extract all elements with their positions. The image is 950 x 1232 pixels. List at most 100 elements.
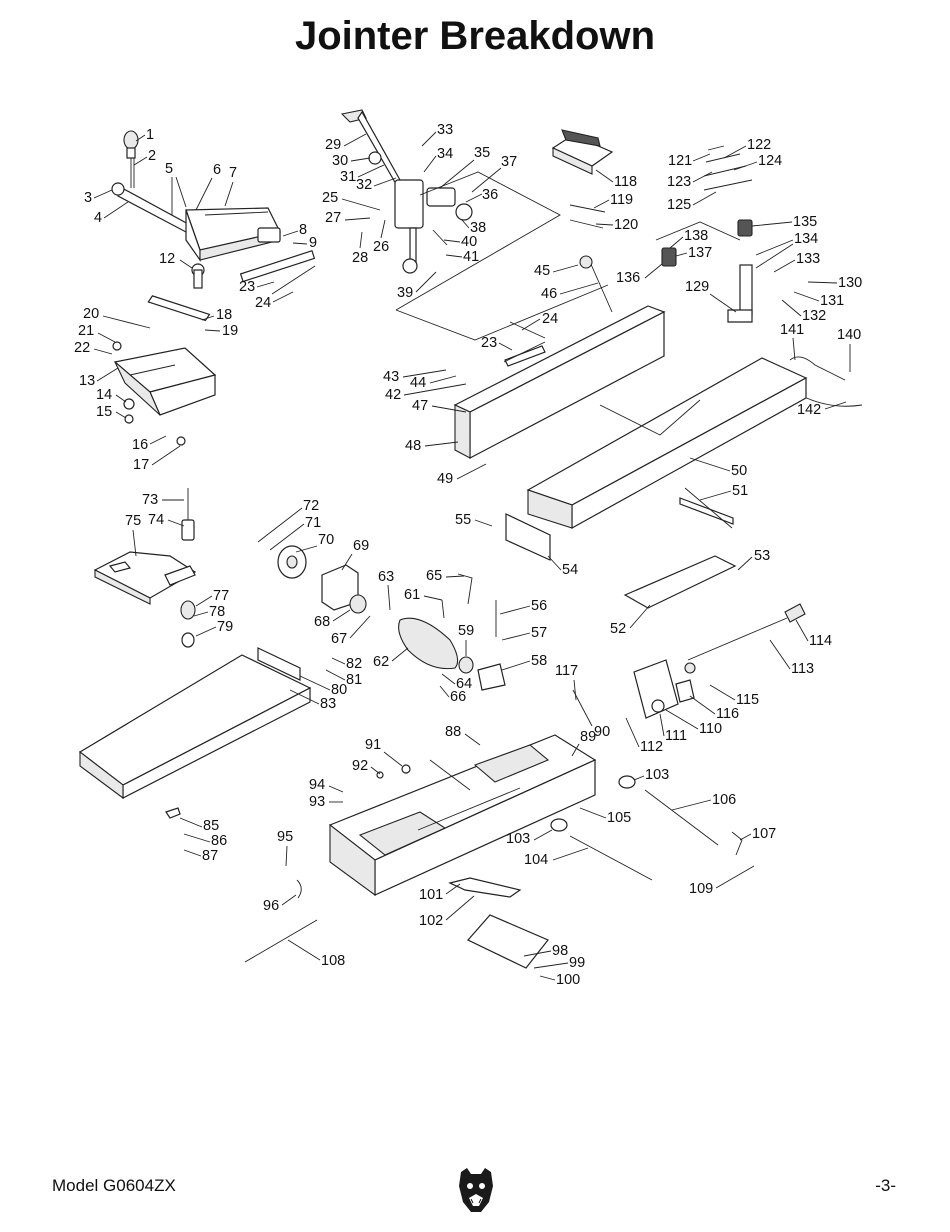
callout-13: 13 xyxy=(79,373,95,389)
switch-post-drawing xyxy=(655,219,863,407)
callout-121: 121 xyxy=(668,153,692,169)
callout-65: 65 xyxy=(426,568,442,584)
callout-79: 79 xyxy=(217,619,233,635)
callout-35: 35 xyxy=(474,145,490,161)
callout-1: 1 xyxy=(146,127,154,143)
callout-52: 52 xyxy=(610,621,626,637)
callout-89: 89 xyxy=(580,729,596,745)
callout-96: 96 xyxy=(263,898,279,914)
callout-22: 22 xyxy=(74,340,90,356)
callout-5: 5 xyxy=(165,161,173,177)
callout-39: 39 xyxy=(397,285,413,301)
callout-28: 28 xyxy=(352,250,368,266)
callout-7: 7 xyxy=(229,165,237,181)
callout-54: 54 xyxy=(562,562,578,578)
callout-57: 57 xyxy=(531,625,547,641)
callout-33: 33 xyxy=(437,122,453,138)
callout-83: 83 xyxy=(320,696,336,712)
callout-105: 105 xyxy=(607,810,631,826)
callout-85: 85 xyxy=(203,818,219,834)
callout-138: 138 xyxy=(684,228,708,244)
callout-81: 81 xyxy=(346,672,362,688)
callout-87: 87 xyxy=(202,848,218,864)
callout-75: 75 xyxy=(125,513,141,529)
callout-63: 63 xyxy=(378,569,394,585)
callout-48: 48 xyxy=(405,438,421,454)
callout-103b: 103 xyxy=(506,831,530,847)
callout-62: 62 xyxy=(373,654,389,670)
tension-arm-drawing xyxy=(633,659,696,719)
callout-12: 12 xyxy=(159,251,175,267)
callout-41: 41 xyxy=(463,249,479,265)
callout-16: 16 xyxy=(132,437,148,453)
callout-31: 31 xyxy=(340,169,356,185)
callout-130: 130 xyxy=(838,275,862,291)
callout-135: 135 xyxy=(793,214,817,230)
callout-94: 94 xyxy=(309,777,325,793)
callout-23b: 23 xyxy=(481,335,497,351)
callout-8: 8 xyxy=(299,222,307,238)
callout-18: 18 xyxy=(216,307,232,323)
callout-4: 4 xyxy=(94,210,102,226)
callout-70: 70 xyxy=(318,532,334,548)
outfeed-table-drawing xyxy=(505,357,808,609)
callout-80: 80 xyxy=(331,682,347,698)
callout-117: 117 xyxy=(555,663,578,679)
callout-92: 92 xyxy=(352,758,368,774)
callout-131: 131 xyxy=(820,293,844,309)
callout-122: 122 xyxy=(747,137,771,153)
callout-107: 107 xyxy=(752,826,776,842)
callout-25: 25 xyxy=(322,190,338,206)
callout-29: 29 xyxy=(325,137,341,153)
callout-3: 3 xyxy=(84,190,92,206)
callout-110: 110 xyxy=(699,721,722,737)
callout-24b: 24 xyxy=(542,311,558,327)
callout-43: 43 xyxy=(383,369,399,385)
callout-109: 109 xyxy=(689,881,713,897)
callout-91: 91 xyxy=(365,737,381,753)
callout-113: 113 xyxy=(791,661,814,677)
callout-labels: 1 2 3 4 5 6 7 8 9 12 13 14 15 16 17 18 1… xyxy=(74,122,862,988)
callout-32: 32 xyxy=(356,177,372,193)
callout-24a: 24 xyxy=(255,295,271,311)
callout-9: 9 xyxy=(309,235,317,251)
callout-20: 20 xyxy=(83,306,99,322)
push-block-drawing xyxy=(551,129,753,229)
page-number: -3- xyxy=(875,1176,896,1195)
callout-44: 44 xyxy=(410,375,426,391)
callout-133: 133 xyxy=(796,251,820,267)
fence-bracket-drawing xyxy=(112,295,217,446)
callout-40: 40 xyxy=(461,234,477,250)
callout-19: 19 xyxy=(222,323,238,339)
callout-17: 17 xyxy=(133,457,149,473)
callout-53: 53 xyxy=(754,548,770,564)
callout-93: 93 xyxy=(309,794,325,810)
callout-100: 100 xyxy=(556,972,580,988)
callout-119: 119 xyxy=(610,192,633,208)
grizzly-bear-logo-icon xyxy=(459,1168,493,1212)
callout-45: 45 xyxy=(534,263,550,279)
cover-plate-drawing xyxy=(467,914,549,969)
callout-21: 21 xyxy=(78,323,94,339)
callout-86: 86 xyxy=(211,833,227,849)
callout-6: 6 xyxy=(213,162,221,178)
shafts-drawing xyxy=(244,265,806,963)
callout-103a: 103 xyxy=(645,767,669,783)
callout-73: 73 xyxy=(142,492,158,508)
callout-124: 124 xyxy=(758,153,782,169)
callout-98: 98 xyxy=(552,943,568,959)
page-title: Jointer Breakdown xyxy=(294,14,656,58)
misc-parts-drawing xyxy=(165,689,743,899)
callout-82: 82 xyxy=(346,656,362,672)
callout-90: 90 xyxy=(594,724,610,740)
callout-67: 67 xyxy=(331,631,347,647)
cutterhead-guard-drawing xyxy=(93,488,197,648)
callout-136: 136 xyxy=(616,270,640,286)
callout-88: 88 xyxy=(445,724,461,740)
callout-49: 49 xyxy=(437,471,453,487)
callout-27: 27 xyxy=(325,210,341,226)
callout-142: 142 xyxy=(797,402,821,418)
callout-15: 15 xyxy=(96,404,112,420)
callout-95: 95 xyxy=(277,829,293,845)
